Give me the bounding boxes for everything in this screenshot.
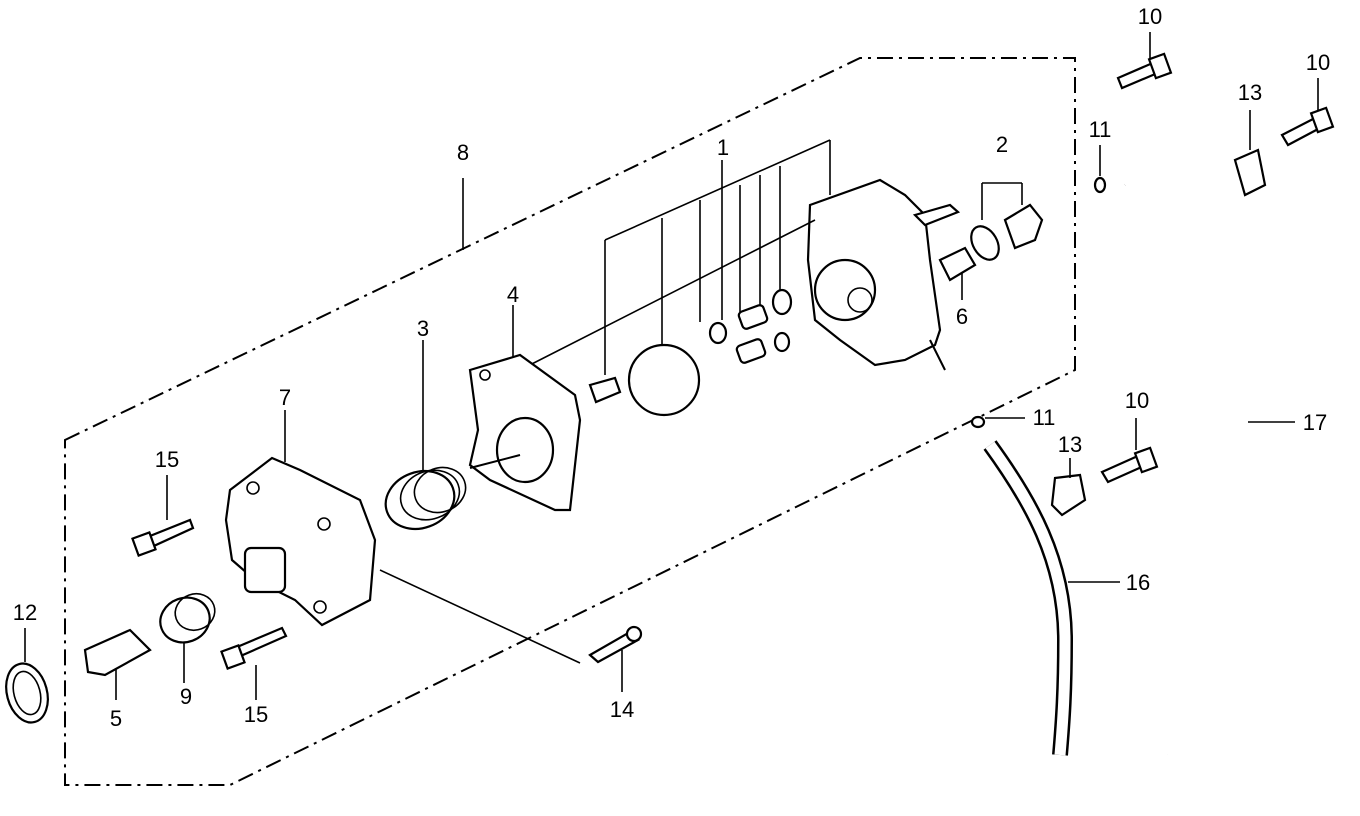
- part-14-pin: [588, 625, 643, 692]
- part-11-clips: [970, 145, 1107, 429]
- callout-10-middle: 10: [1125, 388, 1149, 413]
- hose-16: [983, 440, 1120, 756]
- callout-15-top: 15: [155, 447, 179, 472]
- callout-9: 9: [180, 684, 192, 709]
- part-2: [970, 182, 1044, 261]
- valve-small-parts: [588, 288, 793, 417]
- callout-13-middle: 13: [1058, 432, 1082, 457]
- part-12-oring: [5, 628, 49, 724]
- pump-body: [519, 178, 961, 371]
- assembly-outline: [64, 57, 1076, 786]
- part-9-spring: [159, 592, 216, 683]
- callout-10-right: 10: [1306, 50, 1330, 75]
- callout-15-bottom: 15: [244, 702, 268, 727]
- part-3-spring: [384, 340, 467, 531]
- hose-17: [1123, 171, 1295, 756]
- callout-2: 2: [996, 132, 1008, 157]
- callout-6: 6: [956, 304, 968, 329]
- part-15-bolts: [131, 475, 288, 700]
- part-13-clamps: [1050, 110, 1267, 517]
- part-6-spring: [938, 246, 977, 300]
- callout-14: 14: [610, 697, 634, 722]
- callout-11-top: 11: [1089, 117, 1112, 142]
- callout-5: 5: [110, 706, 122, 731]
- callout-4: 4: [507, 282, 519, 307]
- callout-7: 7: [279, 385, 291, 410]
- callout-17: 17: [1303, 410, 1327, 435]
- part-4-cover: [468, 305, 582, 512]
- callout-12: 12: [13, 600, 37, 625]
- callout-10-top: 10: [1138, 4, 1162, 29]
- callout-3: 3: [417, 316, 429, 341]
- part-5-plug: [83, 628, 152, 700]
- callout-16: 16: [1126, 570, 1150, 595]
- leader-1: [604, 139, 831, 375]
- part-7-housing: [224, 410, 581, 664]
- callout-13-top: 13: [1238, 80, 1262, 105]
- callout-11-middle: 11: [1033, 405, 1056, 430]
- callout-8: 8: [457, 140, 469, 165]
- part-10-bolts: [1100, 32, 1335, 484]
- callout-1: 1: [717, 135, 729, 160]
